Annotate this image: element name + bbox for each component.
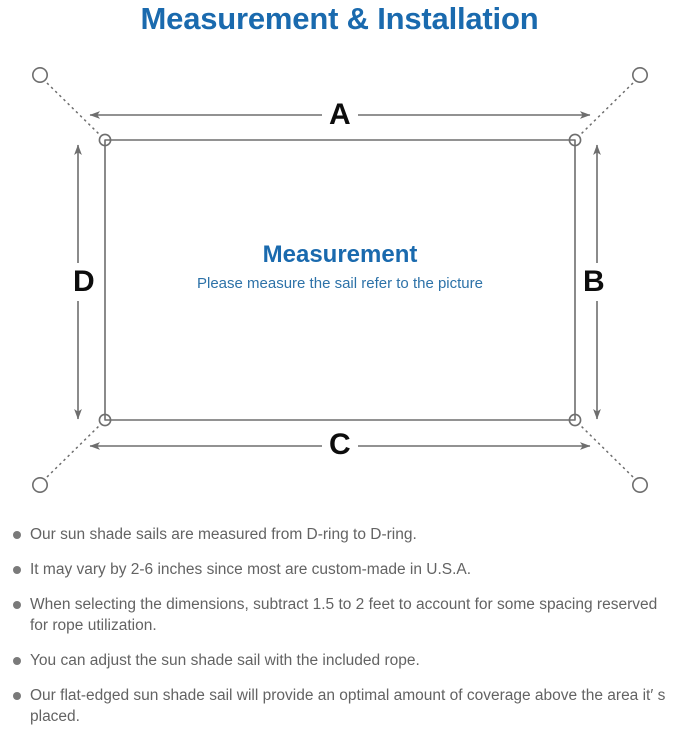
note-text: You can adjust the sun shade sail with t…: [30, 652, 420, 669]
diagram-center-heading: Measurement: [262, 241, 418, 268]
anchor-point-top-left: [31, 66, 48, 83]
bullet-icon: [13, 657, 21, 665]
page-title: Measurement & Installation: [140, 1, 539, 36]
anchor-point-bottom-right: [631, 476, 648, 493]
sail-rectangle: [104, 139, 576, 421]
d-ring-bottom-left: [98, 413, 112, 427]
rope-top-left: [46, 82, 101, 136]
list-item: When selecting the dimensions, subtract …: [0, 594, 679, 636]
note-text: When selecting the dimensions, subtract …: [30, 596, 658, 634]
dimension-label-c: C: [322, 430, 358, 460]
notes-list: Our sun shade sails are measured from D-…: [0, 524, 679, 741]
diagram-center-caption: Measurement Please measure the sail refe…: [110, 240, 570, 295]
anchor-point-bottom-left: [31, 476, 48, 493]
anchor-point-top-right: [631, 66, 648, 83]
bullet-icon: [13, 601, 21, 609]
rope-bottom-left: [46, 424, 101, 478]
d-ring-bottom-right: [568, 413, 582, 427]
measurement-diagram: A B C D Measurement Please measure the s…: [0, 44, 679, 522]
diagram-svg: [31, 66, 648, 493]
dimension-label-a: A: [322, 100, 358, 130]
dimension-label-b: B: [578, 263, 610, 301]
dimension-label-d: D: [68, 263, 100, 301]
note-text: It may vary by 2-6 inches since most are…: [30, 561, 472, 578]
d-ring-top-left: [98, 133, 112, 147]
rope-bottom-right: [579, 424, 634, 478]
d-ring-top-right: [568, 133, 582, 147]
note-text: Our sun shade sails are measured from D-…: [30, 526, 417, 543]
list-item: It may vary by 2-6 inches since most are…: [0, 559, 679, 580]
bullet-icon: [13, 566, 21, 574]
rope-top-right: [579, 82, 634, 136]
bullet-icon: [13, 531, 21, 539]
note-text: Our flat-edged sun shade sail will provi…: [30, 687, 666, 725]
diagram-center-subtext: Please measure the sail refer to the pic…: [197, 275, 483, 292]
bullet-icon: [13, 692, 21, 700]
list-item: You can adjust the sun shade sail with t…: [0, 650, 679, 671]
list-item: Our sun shade sails are measured from D-…: [0, 524, 679, 545]
list-item: Our flat-edged sun shade sail will provi…: [0, 685, 679, 727]
